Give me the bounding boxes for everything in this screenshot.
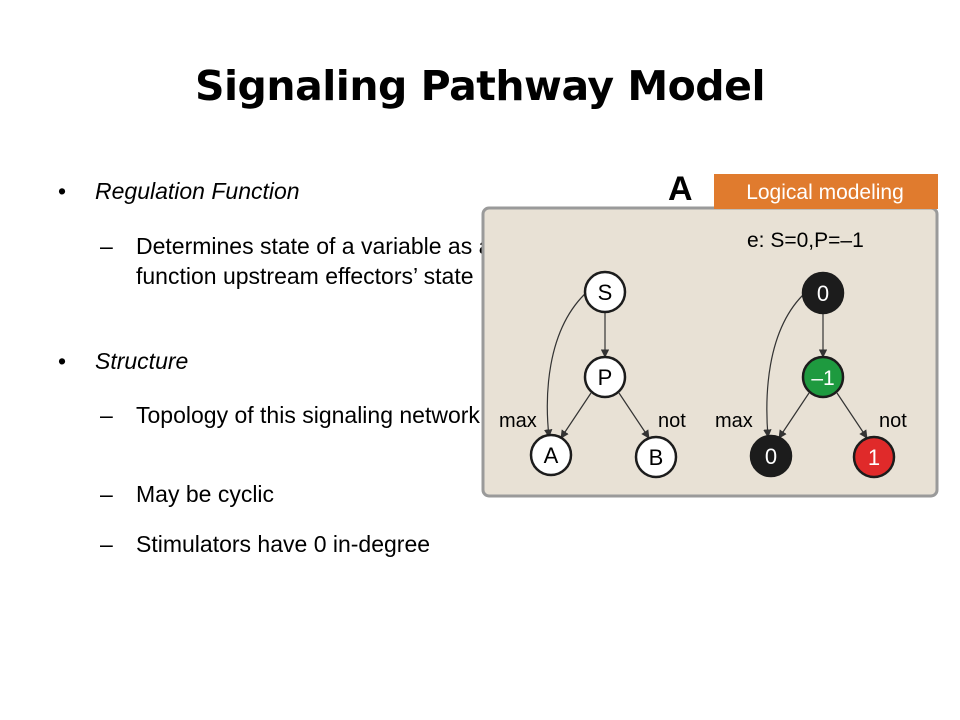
edge-m1-to-0b: [778, 392, 810, 439]
node-s: [583, 270, 627, 314]
node-b-label: B: [649, 445, 664, 470]
node-a: [529, 433, 573, 477]
edge-0-to-0b: [763, 291, 807, 438]
edge-p-to-a: [560, 392, 592, 439]
node-state-s-label: 0: [817, 281, 829, 306]
edge-p-to-b: [618, 392, 650, 439]
node-s-label: S: [598, 280, 613, 305]
node-a-label: A: [544, 443, 559, 468]
equation-label: e: S=0,P=–1: [747, 229, 864, 252]
node-state-s: [801, 271, 845, 315]
node-state-b: [852, 435, 896, 479]
subitem-stimulators: – Stimulators have 0 in-degree: [58, 529, 606, 559]
node-state-b-label: 1: [868, 445, 880, 470]
panel-letter: A: [668, 170, 693, 208]
subitem-text: Stimulators have 0 in-degree: [136, 531, 431, 557]
bullet-regulation-function: Regulation Function: [58, 176, 565, 206]
subitem-text: Determines state of a variable as a func…: [136, 233, 492, 289]
subitem-may-be-cyclic: – May be cyclic: [58, 479, 606, 509]
header-bar: [714, 174, 938, 209]
edge-label-max-right: max: [715, 410, 753, 432]
edge-label-not-right: not: [879, 410, 907, 432]
node-state-a-label: 0: [765, 444, 777, 469]
edge-label-not-left: not: [658, 410, 686, 432]
slide-title: Signaling Pathway Model: [194, 62, 766, 110]
node-p: [583, 355, 627, 399]
node-state-a: [749, 434, 793, 478]
node-state-p: [801, 355, 845, 399]
subitem-text: Topology of this signaling network: [136, 402, 480, 428]
node-b: [634, 435, 678, 479]
dash-marker: –: [100, 233, 113, 259]
edge-m1-to-1: [836, 392, 868, 439]
subitem-text: May be cyclic: [136, 481, 275, 507]
subitem-topology: – Topology of this signaling network: [58, 400, 536, 430]
dash-marker: –: [100, 531, 113, 557]
header-label: Logical modeling: [746, 181, 904, 204]
edge-label-max-left: max: [499, 410, 537, 432]
bullet-structure: Structure: [58, 346, 565, 376]
dash-marker: –: [100, 481, 113, 507]
node-state-p-label: –1: [811, 367, 834, 390]
dash-marker: –: [100, 402, 113, 428]
edge-s-to-a: [544, 290, 589, 438]
subitem-determines-state: – Determines state of a variable as a fu…: [58, 231, 536, 291]
node-p-label: P: [598, 365, 613, 390]
